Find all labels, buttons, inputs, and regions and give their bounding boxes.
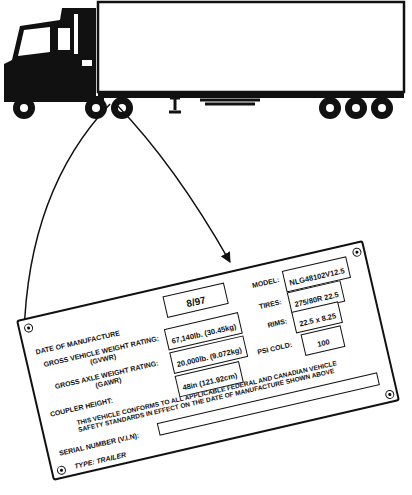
exhaust-stack: [74, 14, 78, 54]
screw-hole: [384, 389, 395, 400]
wheels: [13, 97, 393, 119]
trailer-body: [98, 2, 404, 92]
wheel-hub: [20, 104, 28, 112]
value-box: 8/97: [162, 282, 228, 318]
wheel: [345, 97, 367, 119]
screw-hole: [23, 322, 34, 333]
plate-value: 22.5 x 8.25: [298, 311, 337, 328]
plate-label: SERIAL NUMBER (V.I.N):: [58, 431, 140, 457]
plate-value: 100: [316, 337, 330, 349]
wheel-hub: [352, 104, 360, 112]
plate-label: MODEL:: [252, 275, 281, 289]
wheel: [319, 97, 341, 119]
screw-hole: [352, 246, 363, 257]
trailer-frame: [98, 92, 404, 98]
data-plate: DATE OF MANUFACTUREMODEL:GROSS VEHICLE W…: [16, 240, 400, 481]
pointer-arrow: [116, 104, 230, 262]
plate-label: TIRES:: [258, 298, 282, 311]
screw-hole: [56, 464, 67, 475]
cab-window: [58, 28, 70, 50]
wheel: [111, 97, 133, 119]
wheel-hub: [378, 104, 386, 112]
plate-label: TYPE: TRAILER: [74, 450, 127, 470]
wheel-hub: [92, 104, 100, 112]
trailer-rail: [200, 100, 260, 104]
tractor-cab: [4, 8, 96, 100]
plate-value: 8/97: [185, 294, 207, 310]
wheel-hub: [326, 104, 334, 112]
cab-window: [18, 27, 50, 56]
plate-label: RIMS:: [267, 317, 288, 329]
plate-label: PSI COLD:: [257, 340, 293, 356]
wheel: [85, 97, 107, 119]
wheel: [371, 97, 393, 119]
fuel-tank: [82, 60, 92, 66]
landing-gear: [169, 98, 181, 112]
wheel: [13, 97, 35, 119]
